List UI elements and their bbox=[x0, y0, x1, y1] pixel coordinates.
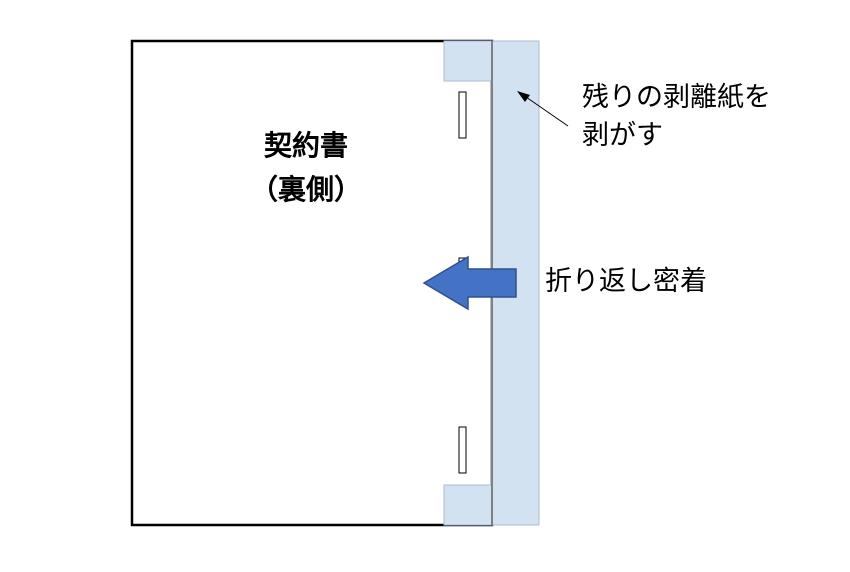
document-title: 契約書 bbox=[263, 129, 348, 162]
fold-instruction: 折り返し密着 bbox=[545, 266, 707, 297]
peel-instruction-line1: 残りの剥離紙を bbox=[582, 82, 771, 113]
fold-arrow bbox=[422, 255, 517, 311]
release-paper-bottom bbox=[443, 484, 493, 526]
slot-mark-top bbox=[458, 91, 467, 139]
peel-instruction-line2: 剥がす bbox=[582, 120, 663, 151]
slot-mark-bottom bbox=[458, 426, 467, 474]
peel-pointer-arrowhead bbox=[517, 91, 530, 102]
peel-pointer-line bbox=[525, 96, 569, 127]
document-subtitle: （裏側） bbox=[249, 173, 362, 206]
release-paper-top bbox=[443, 40, 493, 82]
